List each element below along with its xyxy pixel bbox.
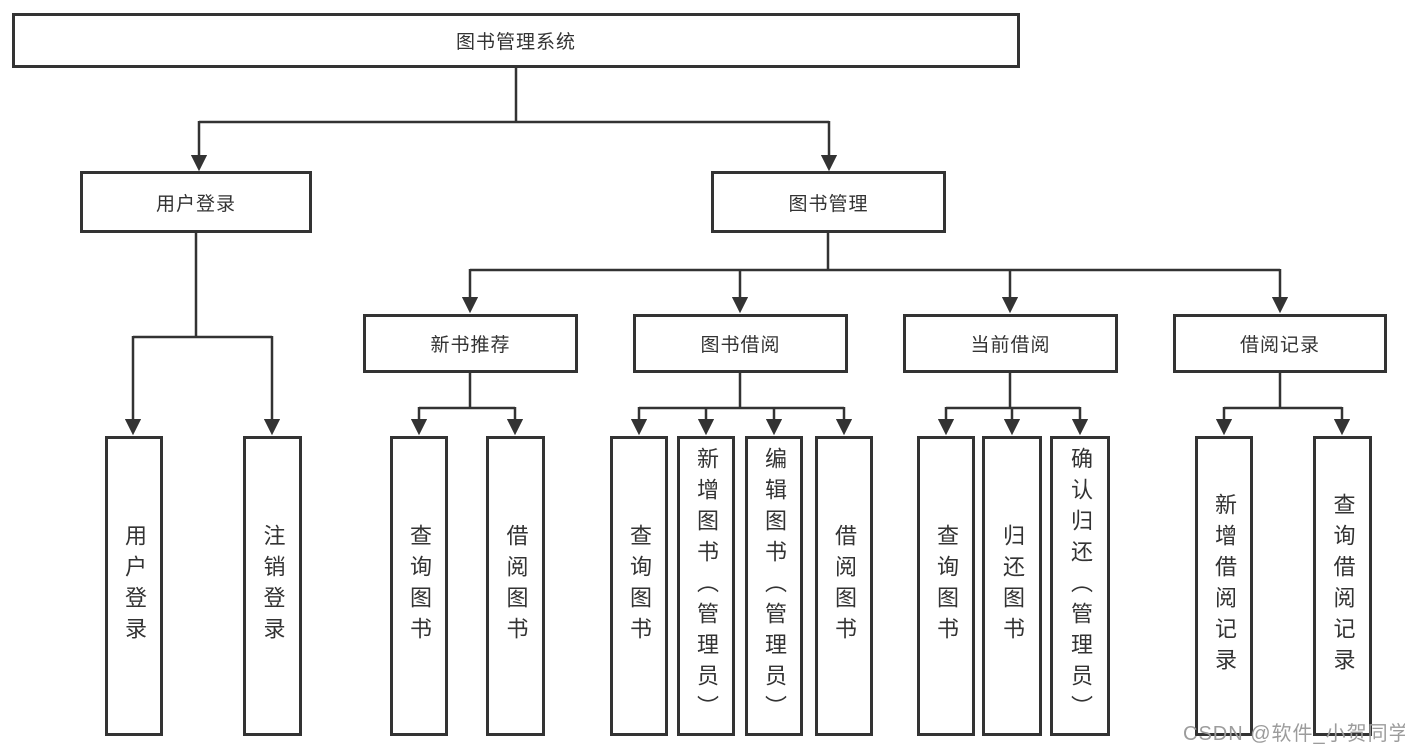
node-label: 新增借阅记录 <box>1212 493 1237 679</box>
node-label: 注销登录 <box>260 524 286 648</box>
connector-book-mgmt-children <box>461 233 1289 314</box>
leaf-add-book-admin: 新增图书（管理员） <box>677 436 735 736</box>
leaf-borrow-books-2: 借阅图书 <box>815 436 873 736</box>
connector-new-book-children <box>410 373 524 436</box>
node-current-borrow: 当前借阅 <box>903 314 1118 373</box>
leaf-add-borrow-record: 新增借阅记录 <box>1195 436 1253 736</box>
leaf-return-books: 归还图书 <box>982 436 1042 736</box>
node-new-book-recommend: 新书推荐 <box>363 314 578 373</box>
node-label: 新增图书（管理员） <box>694 446 719 726</box>
leaf-edit-book-admin: 编辑图书（管理员） <box>745 436 803 736</box>
leaf-confirm-return-admin: 确认归还（管理员） <box>1050 436 1110 736</box>
node-label: 查询图书 <box>407 524 432 648</box>
connector-book-borrow-children <box>630 373 853 436</box>
node-label: 用户登录 <box>155 193 236 215</box>
node-label: 借阅图书 <box>503 524 529 648</box>
leaf-query-books-3: 查询图书 <box>917 436 975 736</box>
node-root: 图书管理系统 <box>12 13 1020 68</box>
node-label: 图书借阅 <box>700 335 781 356</box>
node-label: 图书管理 <box>788 193 869 215</box>
node-label: 编辑图书（管理员） <box>762 446 787 726</box>
node-label: 查询借阅记录 <box>1330 493 1356 679</box>
leaf-query-books-1: 查询图书 <box>390 436 448 736</box>
node-label: 借阅记录 <box>1239 335 1320 356</box>
connector-user-login-children <box>124 233 281 436</box>
watermark-text: CSDN @软件_小贺同学 <box>1183 723 1405 745</box>
node-user-login: 用户登录 <box>80 171 312 233</box>
node-label: 新书推荐 <box>430 335 511 356</box>
node-label: 查询图书 <box>934 524 959 648</box>
node-borrow-records: 借阅记录 <box>1173 314 1387 373</box>
node-book-borrow: 图书借阅 <box>633 314 848 373</box>
leaf-query-borrow-record: 查询借阅记录 <box>1313 436 1372 736</box>
node-label: 图书管理系统 <box>455 32 576 53</box>
node-book-management: 图书管理 <box>711 171 946 233</box>
node-label: 查询图书 <box>627 524 652 648</box>
node-label: 当前借阅 <box>970 335 1051 356</box>
leaf-user-login: 用户登录 <box>105 436 163 736</box>
leaf-borrow-books-1: 借阅图书 <box>486 436 545 736</box>
node-label: 归还图书 <box>1000 524 1025 648</box>
node-label: 确认归还（管理员） <box>1068 446 1093 726</box>
connector-root-to-level2 <box>190 68 838 172</box>
node-label: 用户登录 <box>122 524 147 648</box>
connector-borrow-records-children <box>1215 373 1351 436</box>
connector-current-borrow-children <box>937 373 1089 436</box>
leaf-query-books-2: 查询图书 <box>610 436 668 736</box>
node-label: 借阅图书 <box>832 524 857 648</box>
leaf-logout: 注销登录 <box>243 436 302 736</box>
